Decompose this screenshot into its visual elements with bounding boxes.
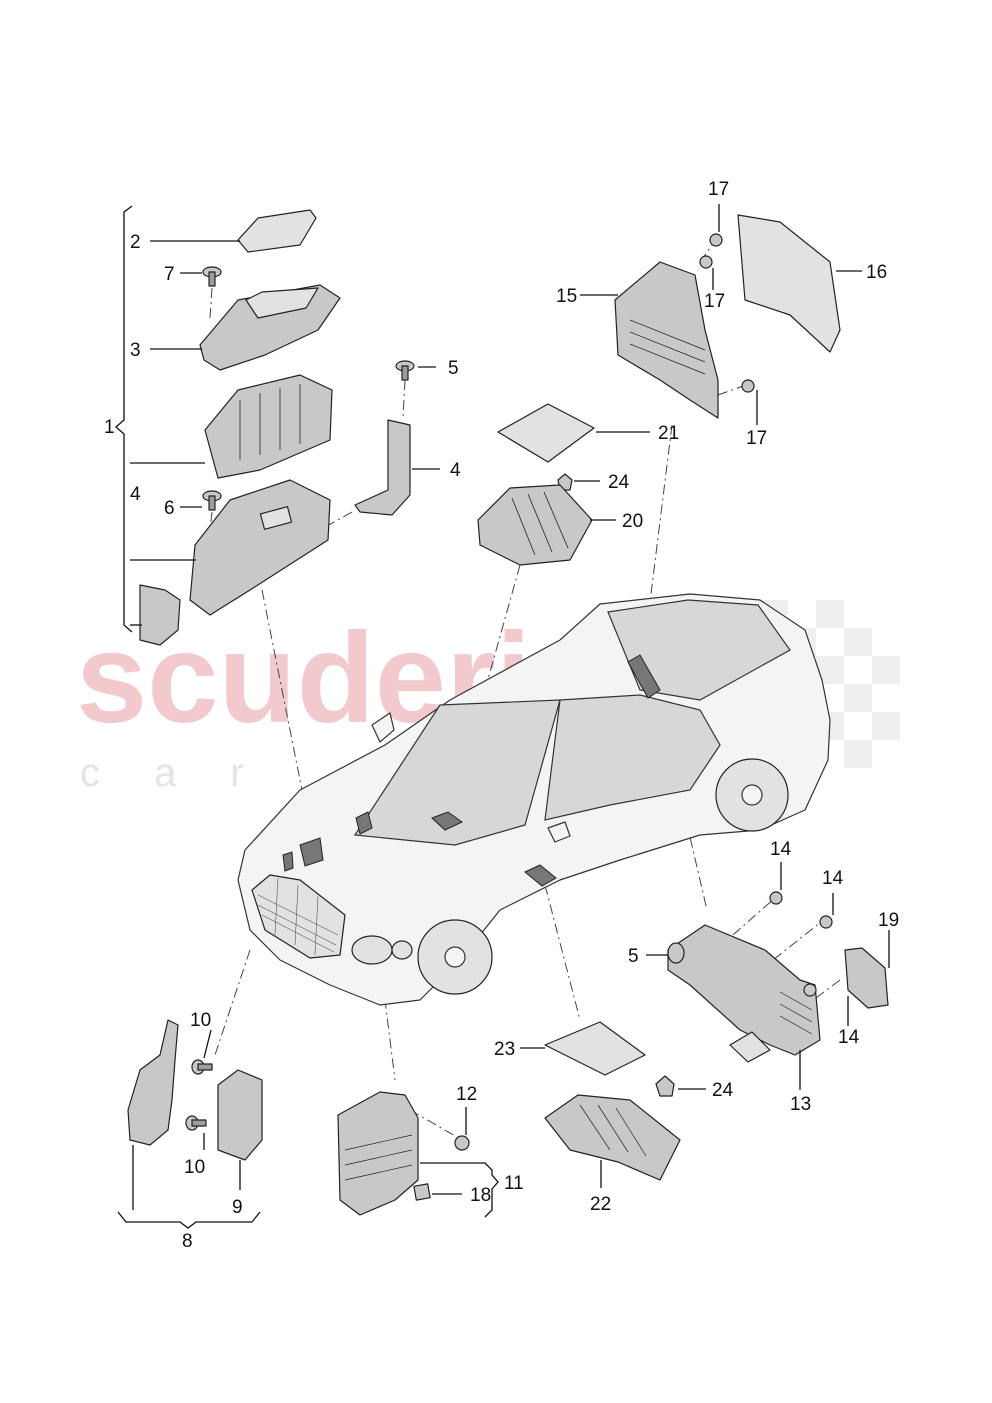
part-9-control-unit <box>217 1069 263 1161</box>
part-10-screws <box>185 1059 213 1131</box>
grille-mesh <box>257 877 339 956</box>
callout-23: 23 <box>494 1039 515 1060</box>
callout-14-top: 14 <box>770 839 792 860</box>
callout-5-bottom: 5 <box>628 946 639 967</box>
callout-21: 21 <box>658 423 679 444</box>
part-18-clip <box>413 1183 431 1201</box>
part-8-bracket <box>127 1019 179 1146</box>
callout-19: 19 <box>878 910 899 931</box>
part-17-nuts <box>699 233 755 393</box>
part-23-cover <box>544 1021 646 1076</box>
part-2-cover <box>237 209 317 253</box>
callout-10-top: 10 <box>190 1010 211 1031</box>
callout-24-top: 24 <box>608 472 630 493</box>
location-mark-footwell <box>524 864 557 887</box>
callout-4-bracket: 4 <box>450 460 461 481</box>
part-22-relay-box <box>544 1094 681 1181</box>
side-mirror <box>371 712 395 743</box>
location-mark-rear <box>627 654 661 699</box>
callout-2: 2 <box>130 232 141 253</box>
callout-10-bottom: 10 <box>184 1157 205 1178</box>
callout-17-middle: 17 <box>704 291 725 312</box>
callout-22: 22 <box>590 1194 611 1215</box>
part-16-cover <box>737 214 841 353</box>
front-wheel-hub <box>444 946 466 968</box>
callout-8: 8 <box>182 1231 193 1252</box>
wing-mirror <box>547 821 571 843</box>
callout-3: 3 <box>130 340 141 361</box>
side-windows <box>544 694 721 821</box>
location-mark-front-left <box>299 837 324 867</box>
part-fuse-box-upper <box>204 374 333 479</box>
part-3-fuse-holder <box>199 284 341 371</box>
callout-6: 6 <box>164 498 175 519</box>
location-mark-front-small <box>282 851 294 872</box>
callout-9: 9 <box>232 1197 243 1218</box>
part-4-bracket <box>354 419 411 516</box>
part-20-relay-box <box>477 484 593 566</box>
rear-wheel-hub <box>741 784 763 806</box>
callout-20: 20 <box>622 511 643 532</box>
callout-18: 18 <box>470 1185 491 1206</box>
callout-14-middle: 14 <box>822 868 844 889</box>
part-24-nut-bottom <box>655 1075 675 1097</box>
location-mark-bulkhead <box>355 811 373 835</box>
part-13-relay-carrier <box>667 924 821 1063</box>
callout-4-left: 4 <box>130 484 141 505</box>
part-fuse-box-housing <box>189 479 331 616</box>
part-5-screw-bottom <box>667 942 685 964</box>
part-14-nuts <box>769 891 833 997</box>
part-15-bracket <box>614 261 719 419</box>
callout-labels: 1 2 3 4 4 5 5 6 7 8 9 10 10 11 12 13 14 … <box>104 179 899 1252</box>
callout-7: 7 <box>164 264 175 285</box>
windshield <box>353 699 561 846</box>
grille <box>251 874 346 959</box>
part-12-nut <box>454 1135 470 1151</box>
leader-lines <box>115 204 890 1229</box>
callout-14-bottom: 14 <box>838 1027 860 1048</box>
callout-5-top: 5 <box>448 358 459 379</box>
headlight-small <box>391 940 413 960</box>
part-19-bracket <box>844 947 889 1009</box>
part-11-assembly <box>337 1091 419 1216</box>
callout-11: 11 <box>504 1173 524 1194</box>
callout-24-bottom: 24 <box>712 1080 734 1101</box>
part-5-screw-top <box>395 360 415 381</box>
headlight <box>351 935 393 965</box>
callout-17-bottom: 17 <box>746 428 767 449</box>
callout-16: 16 <box>866 262 887 283</box>
part-21-cover <box>497 403 595 463</box>
callout-17-top: 17 <box>708 179 729 200</box>
callout-13: 13 <box>790 1094 811 1115</box>
callout-1: 1 <box>104 417 115 438</box>
callout-15: 15 <box>556 286 577 307</box>
part-bracket-lower <box>139 584 181 646</box>
car-illustration <box>237 593 831 1006</box>
callout-12: 12 <box>456 1084 477 1105</box>
location-mark-dash <box>431 811 463 831</box>
rear-window <box>607 599 791 701</box>
part-6-screw <box>202 490 222 511</box>
part-7-screw <box>202 266 222 287</box>
